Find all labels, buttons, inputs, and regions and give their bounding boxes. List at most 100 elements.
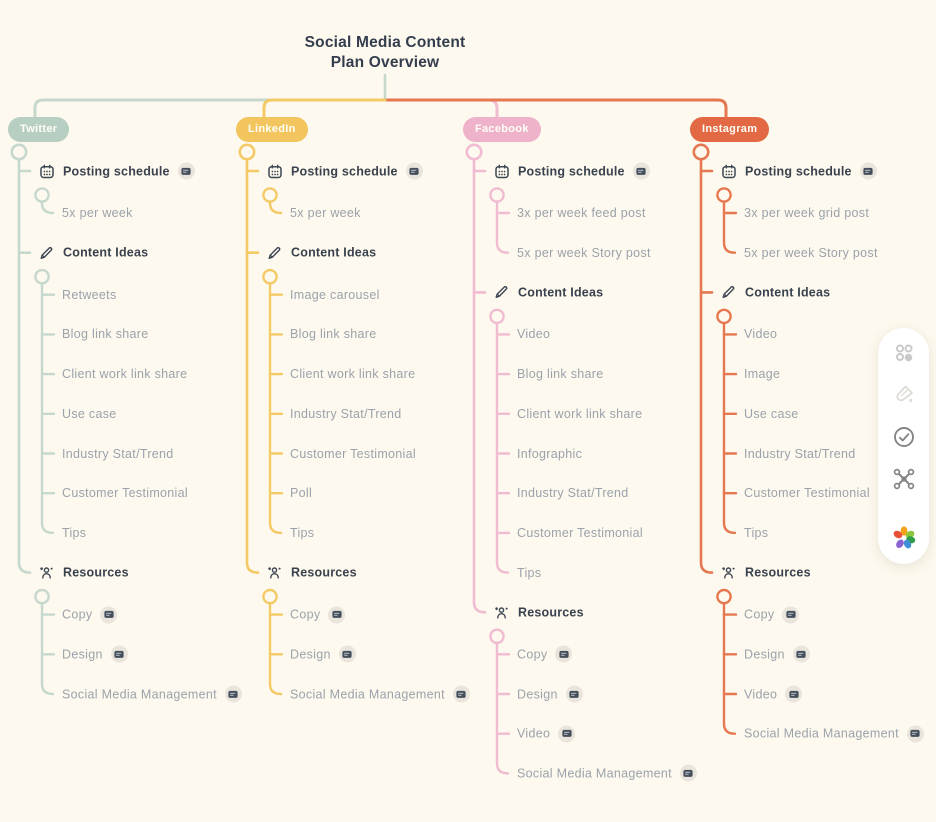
note-badge-icon[interactable] — [679, 764, 697, 782]
section-node-resources[interactable]: Resources — [721, 565, 811, 580]
branch-pill-twitter[interactable]: Twitter — [8, 117, 70, 142]
leaf-node-video[interactable]: Video — [517, 327, 550, 341]
leaf-node-customer-testimonial[interactable]: Customer Testimonial — [744, 486, 870, 500]
calendar-icon — [267, 164, 282, 179]
section-node-resources[interactable]: Resources — [494, 605, 584, 620]
leaf-node-design[interactable]: Design — [744, 645, 810, 663]
note-badge-icon[interactable] — [906, 725, 924, 743]
leaf-node-video[interactable]: Video — [517, 725, 576, 743]
leaf-node-image[interactable]: Image — [744, 367, 780, 381]
leaf-node-industry-stat-trend[interactable]: Industry Stat/Trend — [290, 407, 402, 421]
note-badge-icon[interactable] — [632, 162, 650, 180]
leaf-node-copy[interactable]: Copy — [517, 645, 573, 663]
leaf-node-tips[interactable]: Tips — [62, 526, 86, 540]
leaf-node-blog-link-share[interactable]: Blog link share — [517, 367, 604, 381]
note-badge-icon[interactable] — [110, 645, 128, 663]
note-badge-icon[interactable] — [328, 606, 346, 624]
leaf-node-poll[interactable]: Poll — [290, 486, 312, 500]
section-node-content-ideas[interactable]: Content Ideas — [494, 285, 603, 300]
leaf-node-copy[interactable]: Copy — [62, 606, 118, 624]
leaf-node-image-carousel[interactable]: Image carousel — [290, 288, 380, 302]
node-label: Tips — [744, 525, 769, 540]
note-badge-icon[interactable] — [100, 606, 118, 624]
section-node-posting-schedule[interactable]: Posting schedule — [494, 162, 650, 180]
leaf-node-video[interactable]: Video — [744, 327, 777, 341]
leaf-node-customer-testimonial[interactable]: Customer Testimonial — [517, 526, 643, 540]
node-label: Design — [517, 687, 558, 701]
leaf-node-social-media-management[interactable]: Social Media Management — [744, 725, 924, 743]
leaf-node-design[interactable]: Design — [62, 645, 128, 663]
leaf-node-retweets[interactable]: Retweets — [62, 288, 117, 302]
note-badge-icon[interactable] — [224, 685, 242, 703]
note-badge-icon[interactable] — [782, 606, 800, 624]
node-label: Video — [517, 726, 551, 741]
node-label: Use case — [62, 406, 117, 421]
leaf-node-tips[interactable]: Tips — [744, 526, 768, 540]
leaf-node-customer-testimonial[interactable]: Customer Testimonial — [290, 447, 416, 461]
section-node-content-ideas[interactable]: Content Ideas — [39, 245, 148, 260]
leaf-node-design[interactable]: Design — [517, 685, 583, 703]
leaf-node--x-per-week[interactable]: 5x per week — [290, 206, 361, 220]
node-label: Social Media Management — [517, 766, 672, 781]
leaf-node-copy[interactable]: Copy — [290, 606, 346, 624]
note-badge-icon[interactable] — [338, 645, 356, 663]
section-node-posting-schedule[interactable]: Posting schedule — [267, 162, 423, 180]
leaf-node--x-per-week-story-post[interactable]: 5x per week Story post — [517, 246, 651, 260]
leaf-node-tips[interactable]: Tips — [517, 566, 541, 580]
leaf-node-blog-link-share[interactable]: Blog link share — [290, 327, 377, 341]
leaf-node--x-per-week-feed-post[interactable]: 3x per week feed post — [517, 206, 646, 220]
note-badge-icon[interactable] — [792, 645, 810, 663]
leaf-node-infographic[interactable]: Infographic — [517, 447, 582, 461]
section-node-content-ideas[interactable]: Content Ideas — [721, 285, 830, 300]
leaf-node-social-media-management[interactable]: Social Media Management — [290, 685, 470, 703]
leaf-node-client-work-link-share[interactable]: Client work link share — [62, 367, 187, 381]
leaf-node-use-case[interactable]: Use case — [744, 407, 799, 421]
connections-icon[interactable] — [891, 467, 917, 491]
floating-toolbar — [878, 328, 929, 564]
note-badge-icon[interactable] — [565, 685, 583, 703]
branch-pill-linkedin[interactable]: LinkedIn — [236, 117, 308, 142]
leaf-node-video[interactable]: Video — [744, 685, 803, 703]
node-label: 5x per week Story post — [517, 245, 651, 260]
leaf-node--x-per-week[interactable]: 5x per week — [62, 206, 133, 220]
node-label: Customer Testimonial — [290, 446, 416, 461]
leaf-node-copy[interactable]: Copy — [744, 606, 800, 624]
note-badge-icon[interactable] — [785, 685, 803, 703]
node-label: 5x per week — [62, 206, 133, 220]
mindmap-root-title[interactable]: Social Media Content Plan Overview — [235, 33, 535, 73]
leaf-node-social-media-management[interactable]: Social Media Management — [62, 685, 242, 703]
zenkit-flower-logo[interactable] — [891, 525, 917, 551]
check-circle-icon[interactable] — [891, 425, 917, 449]
leaf-node-blog-link-share[interactable]: Blog link share — [62, 327, 149, 341]
node-label: Video — [517, 327, 551, 342]
paint-brush-icon[interactable] — [891, 383, 917, 407]
note-badge-icon[interactable] — [177, 162, 195, 180]
leaf-node-social-media-management[interactable]: Social Media Management — [517, 764, 697, 782]
section-node-resources[interactable]: Resources — [267, 565, 357, 580]
leaf-node-tips[interactable]: Tips — [290, 526, 314, 540]
leaf-node-client-work-link-share[interactable]: Client work link share — [290, 367, 415, 381]
layout-grid-icon[interactable] — [891, 341, 917, 365]
node-label: Design — [62, 647, 103, 662]
section-node-posting-schedule[interactable]: Posting schedule — [721, 162, 877, 180]
leaf-node-industry-stat-trend[interactable]: Industry Stat/Trend — [62, 447, 174, 461]
leaf-node-customer-testimonial[interactable]: Customer Testimonial — [62, 486, 188, 500]
leaf-node-industry-stat-trend[interactable]: Industry Stat/Trend — [744, 447, 856, 461]
section-node-content-ideas[interactable]: Content Ideas — [267, 245, 376, 260]
section-node-resources[interactable]: Resources — [39, 565, 129, 580]
note-badge-icon[interactable] — [859, 162, 877, 180]
note-badge-icon[interactable] — [558, 725, 576, 743]
branch-pill-instagram[interactable]: Instagram — [690, 117, 770, 142]
note-badge-icon[interactable] — [405, 162, 423, 180]
leaf-node--x-per-week-story-post[interactable]: 5x per week Story post — [744, 246, 878, 260]
note-badge-icon[interactable] — [555, 645, 573, 663]
leaf-node--x-per-week-grid-post[interactable]: 3x per week grid post — [744, 206, 869, 220]
note-badge-icon[interactable] — [452, 685, 470, 703]
leaf-node-industry-stat-trend[interactable]: Industry Stat/Trend — [517, 486, 629, 500]
leaf-node-use-case[interactable]: Use case — [62, 407, 117, 421]
section-node-posting-schedule[interactable]: Posting schedule — [39, 162, 195, 180]
leaf-node-client-work-link-share[interactable]: Client work link share — [517, 407, 642, 421]
branch-pill-facebook[interactable]: Facebook — [463, 117, 541, 142]
leaf-node-design[interactable]: Design — [290, 645, 356, 663]
